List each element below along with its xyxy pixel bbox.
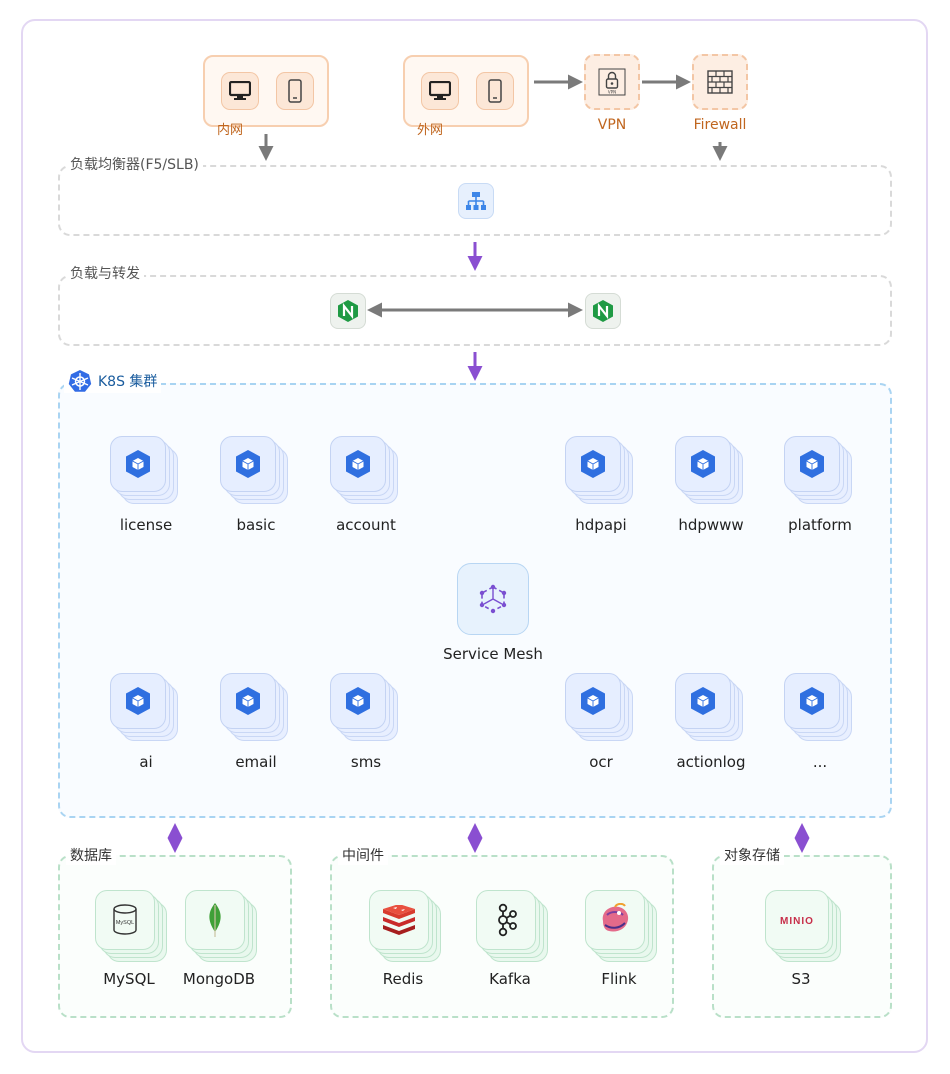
- cube-hexagon-icon: [675, 436, 731, 492]
- service-node-5: [784, 436, 858, 508]
- service-node-0: [110, 673, 184, 745]
- top-service-label: hdpwww: [678, 516, 744, 534]
- brick-wall-icon: [707, 70, 733, 94]
- forwarding-box: [58, 275, 892, 346]
- firewall-label: Firewall: [693, 117, 747, 133]
- service-node-0: [110, 436, 184, 508]
- cube-hexagon-icon: [565, 673, 621, 729]
- mysql-icon: MySQL: [95, 890, 155, 950]
- monitor-icon: [421, 72, 459, 110]
- load-balancer-box: [58, 165, 892, 236]
- service-node-4: [675, 673, 749, 745]
- service-node-2: [330, 436, 404, 508]
- cube-hexagon-icon: [330, 436, 386, 492]
- cube-hexagon-icon: [784, 673, 840, 729]
- cube-hexagon-icon: [220, 436, 276, 492]
- bottom-service-label: ...: [812, 753, 828, 771]
- middleware-label: Redis: [382, 970, 424, 988]
- database-label: MongoDB: [182, 970, 256, 988]
- intranet-box: 内网: [203, 55, 329, 138]
- service-node-5: [784, 673, 858, 745]
- database-node: [185, 890, 261, 966]
- nginx-icon: [585, 293, 621, 329]
- service-mesh-label: Service Mesh: [443, 645, 543, 663]
- k8s-header: K8S 集群: [64, 369, 162, 393]
- service-node-1: [220, 436, 294, 508]
- nginx-icon: [330, 293, 366, 329]
- database-label: MySQL: [103, 970, 155, 988]
- sitemap-icon: [458, 183, 494, 219]
- cube-hexagon-icon: [110, 673, 166, 729]
- forwarding-label: 负载与转发: [66, 263, 144, 283]
- middleware-node: [476, 890, 552, 966]
- cube-hexagon-icon: [220, 673, 276, 729]
- cube-hexagon-icon: [330, 673, 386, 729]
- cube-hexagon-icon: [784, 436, 840, 492]
- middleware-node: [585, 890, 661, 966]
- middleware-label: Kafka: [489, 970, 531, 988]
- top-service-label: account: [336, 516, 396, 534]
- firewall-node: [692, 54, 748, 110]
- service-node-1: [220, 673, 294, 745]
- storage-node: MINIO: [765, 890, 845, 966]
- service-node-4: [675, 436, 749, 508]
- bottom-service-label: email: [235, 753, 277, 771]
- flink-icon: [585, 890, 645, 950]
- svg-text:MySQL: MySQL: [116, 920, 134, 926]
- middleware-node: [369, 890, 445, 966]
- vpn-label: VPN: [597, 117, 627, 133]
- service-mesh-icon: [457, 563, 529, 635]
- service-node-3: [565, 673, 639, 745]
- bottom-service-label: sms: [350, 753, 382, 771]
- svg-text:VPN: VPN: [608, 90, 616, 95]
- top-service-label: basic: [236, 516, 276, 534]
- top-service-label: platform: [788, 516, 852, 534]
- cube-hexagon-icon: [110, 436, 166, 492]
- phone-icon: [476, 72, 514, 110]
- load-balancer-label: 负载均衡器(F5/SLB): [66, 154, 203, 174]
- extranet-label: 外网: [417, 123, 444, 138]
- cube-hexagon-icon: [675, 673, 731, 729]
- redis-icon: [369, 890, 429, 950]
- database-node: MySQL: [95, 890, 171, 966]
- monitor-icon: [221, 72, 259, 110]
- svg-text:MINIO: MINIO: [780, 916, 814, 927]
- extranet-box: 外网: [403, 55, 529, 138]
- kubernetes-icon: [68, 369, 92, 392]
- middleware-label: 中间件: [338, 845, 388, 865]
- kafka-icon: [476, 890, 536, 950]
- cube-hexagon-icon: [565, 436, 621, 492]
- s3-icon: MINIO: [765, 890, 829, 950]
- bottom-service-label: ocr: [589, 753, 613, 771]
- diagram-frame: [21, 19, 928, 1053]
- mongodb-icon: [185, 890, 245, 950]
- vpn-node: VPN: [584, 54, 640, 110]
- phone-icon: [276, 72, 314, 110]
- service-node-2: [330, 673, 404, 745]
- intranet-label: 内网: [217, 123, 244, 138]
- middleware-label: Flink: [601, 970, 637, 988]
- lock-icon: VPN: [598, 68, 626, 96]
- database-label: 数据库: [66, 845, 116, 865]
- top-service-label: hdpapi: [575, 516, 627, 534]
- object-storage-label: 对象存储: [720, 845, 784, 865]
- top-service-label: license: [119, 516, 173, 534]
- service-node-3: [565, 436, 639, 508]
- storage-label: S3: [791, 970, 811, 988]
- bottom-service-label: actionlog: [676, 753, 746, 771]
- k8s-label: K8S 集群: [98, 374, 158, 390]
- bottom-service-label: ai: [139, 753, 153, 771]
